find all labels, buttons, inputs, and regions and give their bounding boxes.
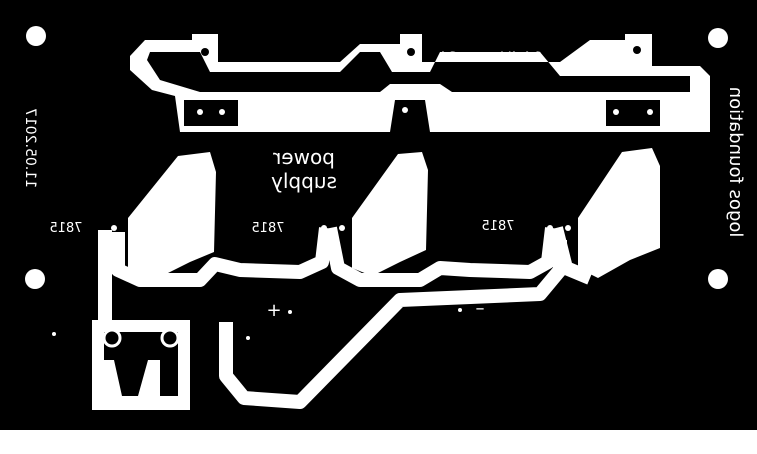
regulator-label-2: 7815 (251, 221, 284, 236)
mounting-holes (25, 26, 728, 289)
pcb-board: 11.05.2017 logos foundation 14.4Vmax - 3… (0, 0, 757, 430)
input-feed-trace (98, 230, 112, 322)
regulator-pad-3 (578, 148, 660, 278)
solder-point (151, 225, 157, 231)
solder-point (219, 109, 225, 115)
input-connector (92, 230, 190, 410)
solder-point (288, 310, 292, 314)
mounting-hole-mid-left (25, 269, 45, 289)
rating-label: 14.4Vmax - 3A (438, 50, 542, 66)
mounting-hole-top-right (708, 28, 728, 48)
solder-point (402, 107, 408, 113)
solder-point (201, 48, 209, 56)
solder-point (363, 225, 369, 231)
solder-point (633, 46, 641, 54)
regulator-label-1: 7815 (49, 221, 82, 236)
top-rail-trace (130, 34, 710, 132)
solder-point (52, 332, 56, 336)
regulator-label-3: 7815 (481, 219, 514, 234)
date-label: 11.05.2017 (22, 108, 38, 188)
regulator-pad-1 (128, 152, 216, 278)
mounting-hole-mid-right (708, 269, 728, 289)
solder-point (440, 107, 446, 113)
solder-point (587, 225, 593, 231)
solder-point (246, 336, 250, 340)
regulator-pads (128, 148, 660, 278)
solder-point (565, 225, 571, 231)
title-line-2: supply (271, 169, 337, 193)
solder-point (321, 225, 327, 231)
minus-label: – (476, 298, 485, 319)
solder-points (52, 46, 653, 340)
solder-point (131, 225, 137, 231)
regulator-pad-2 (352, 152, 428, 276)
solder-point (547, 225, 553, 231)
solder-point (458, 308, 462, 312)
solder-point (407, 48, 415, 56)
solder-point (647, 109, 653, 115)
brand-label: logos foundation (725, 87, 746, 238)
input-pin-left (102, 328, 122, 348)
input-connector-cutout (104, 332, 178, 396)
solder-point (111, 225, 117, 231)
ground-trace (219, 240, 567, 409)
solder-point (197, 109, 203, 115)
plus-label: + (266, 300, 281, 321)
input-pin-right (160, 328, 180, 348)
mounting-hole-top-left (26, 26, 46, 46)
title-line-1: power (272, 145, 335, 169)
solder-point (613, 109, 619, 115)
solder-point (339, 225, 345, 231)
